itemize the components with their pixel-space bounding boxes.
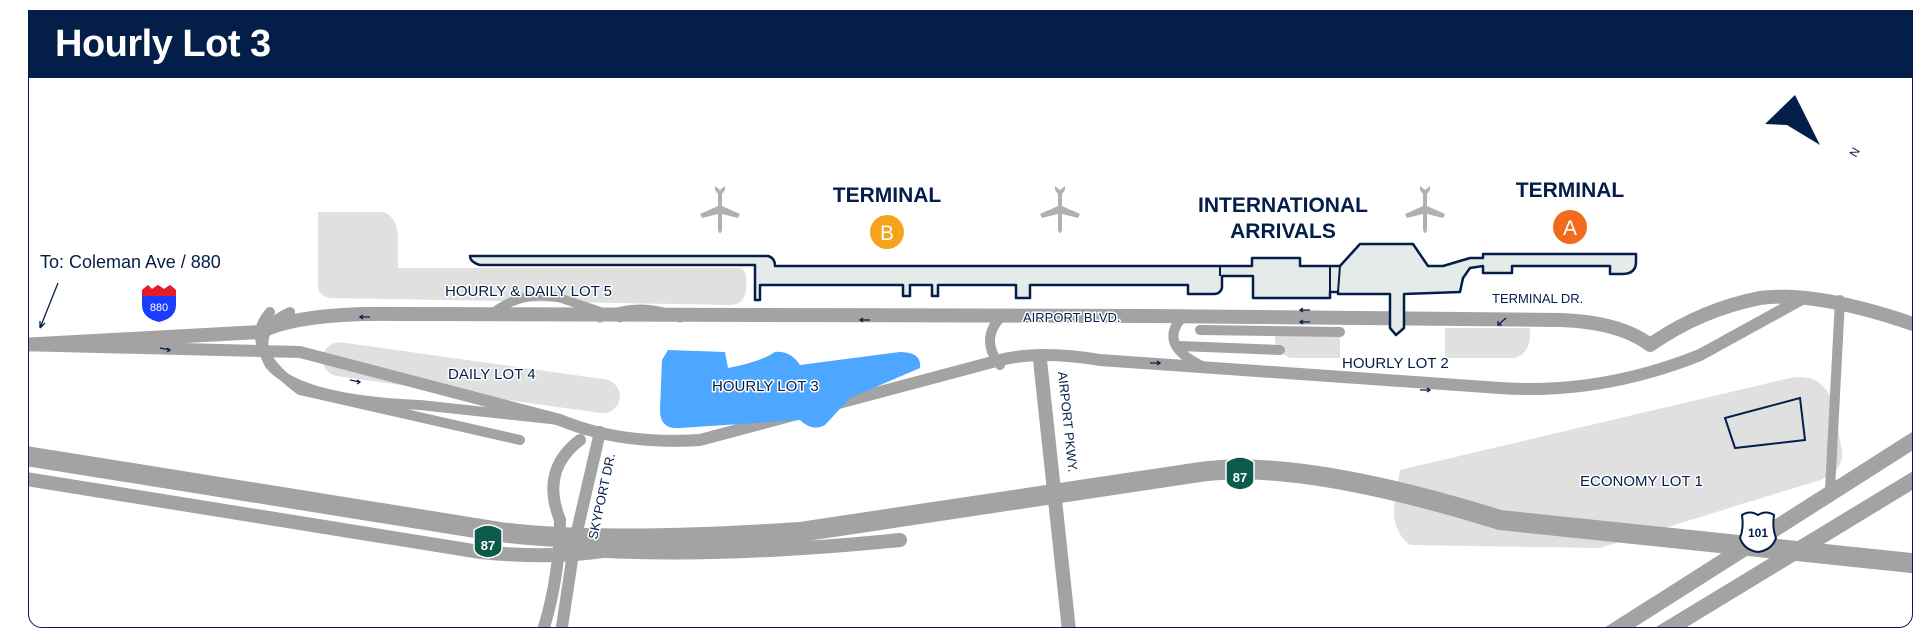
interstate-880-shield: 880 bbox=[142, 285, 176, 322]
economy-lot-1-label: ECONOMY LOT 1 bbox=[1580, 473, 1703, 490]
direction-arrow[interactable] bbox=[39, 282, 59, 329]
lot-2-area-right[interactable] bbox=[1445, 328, 1531, 358]
lot-3-label: HOURLY LOT 3 bbox=[712, 378, 819, 395]
terminal-dr-label: TERMINAL DR. bbox=[1492, 291, 1583, 306]
international-arrivals-line1: INTERNATIONAL bbox=[1198, 194, 1368, 217]
north-arrow-icon bbox=[1765, 95, 1820, 145]
terminal-building[interactable] bbox=[468, 242, 1638, 337]
us101-number: 101 bbox=[1748, 526, 1768, 540]
lot-4-label: DAILY LOT 4 bbox=[448, 366, 536, 383]
lot-5-area[interactable] bbox=[318, 212, 747, 305]
airplane-icon bbox=[700, 186, 740, 233]
header-bar: Hourly Lot 3 bbox=[29, 11, 1912, 78]
lot-5-label: HOURLY & DAILY LOT 5 bbox=[445, 283, 612, 300]
economy-lot-1-area[interactable] bbox=[1394, 376, 1843, 548]
airport-pkwy-label: AIRPORT PKWY. bbox=[1055, 371, 1080, 473]
terminal-b-label: TERMINAL bbox=[833, 184, 942, 207]
terminal-b-letter: B bbox=[880, 222, 894, 245]
ca87-number: 87 bbox=[481, 538, 495, 553]
page-title: Hourly Lot 3 bbox=[55, 23, 271, 65]
ca-87-shield-right: 87 bbox=[1225, 456, 1255, 491]
traffic-arrows bbox=[159, 307, 1507, 393]
economy-lot-structure bbox=[1723, 396, 1807, 450]
lot-2-label: HOURLY LOT 2 bbox=[1342, 355, 1449, 372]
ca-87-shield-left: 87 bbox=[473, 524, 503, 559]
lot-4-area[interactable] bbox=[320, 340, 622, 415]
compass-label: N bbox=[1846, 145, 1862, 160]
terminal-a-letter: A bbox=[1563, 217, 1577, 240]
us-101-shield: 101 bbox=[1738, 511, 1778, 554]
coleman-ave-direction-label: To: Coleman Ave / 880 bbox=[40, 252, 221, 272]
terminal-b-badge[interactable]: B bbox=[870, 215, 904, 249]
ca87-number: 87 bbox=[1233, 470, 1247, 485]
road-network bbox=[29, 289, 1912, 627]
compass: N bbox=[1765, 95, 1863, 160]
airplane-icon bbox=[1040, 186, 1080, 233]
i880-number: 880 bbox=[150, 302, 168, 314]
terminal-a-label: TERMINAL bbox=[1516, 179, 1625, 202]
map-frame: Hourly Lot 3 bbox=[28, 10, 1913, 628]
international-arrivals-line2: ARRIVALS bbox=[1230, 220, 1336, 243]
airport-blvd-label: AIRPORT BLVD. bbox=[1023, 310, 1121, 325]
terminal-a-badge[interactable]: A bbox=[1553, 210, 1587, 244]
hourly-lot-3-area[interactable] bbox=[660, 350, 921, 429]
airplane-icon bbox=[1405, 186, 1445, 233]
